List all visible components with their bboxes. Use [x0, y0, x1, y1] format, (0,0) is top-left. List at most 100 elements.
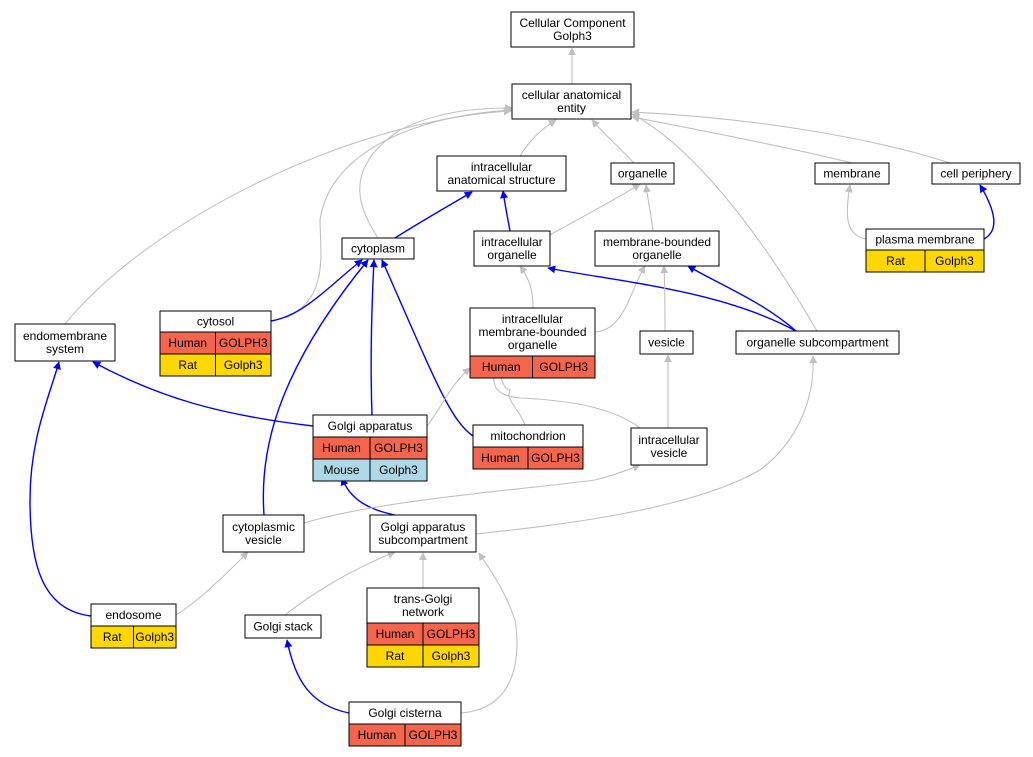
species-cell-label: Mouse	[323, 463, 359, 477]
species-cell-label: Rat	[178, 358, 197, 372]
node-label: vesicle	[245, 533, 282, 547]
species-cell-rat	[422, 644, 480, 668]
edge-cytosol-to-cae	[284, 106, 513, 319]
node-imbo[interactable]: intracellularmembrane-boundedorganelleHu…	[469, 307, 596, 379]
node-label: vesicle	[648, 336, 685, 350]
species-cell-label: Rat	[386, 649, 405, 663]
edge-intravesicle-to-imbo	[489, 367, 641, 429]
edge-endosome-to-cytovesicle	[175, 551, 249, 616]
node-label: organelle	[632, 248, 682, 262]
species-cell-label: Human	[376, 627, 415, 641]
edge-imbo-to-intraorg	[519, 265, 534, 309]
node-golgistack[interactable]: Golgi stack	[244, 614, 322, 639]
node-label: organelle	[487, 248, 537, 262]
edge-golgi-to-endomem	[92, 361, 314, 427]
node-cytoplasm[interactable]: cytoplasm	[341, 237, 415, 260]
node-label: mitochondrion	[490, 429, 565, 443]
edge-intraorg-to-ias	[500, 190, 511, 232]
node-label: membrane	[823, 167, 881, 181]
node-vesicle[interactable]: vesicle	[639, 330, 694, 355]
species-cell-label: Human	[168, 336, 207, 350]
edge-orgsub-to-mbo	[687, 265, 797, 332]
node-box	[594, 230, 720, 267]
node-box	[735, 330, 900, 355]
node-cellperiph[interactable]: cell periphery	[931, 162, 1021, 185]
edge-golgistack-to-golgisub	[284, 550, 396, 616]
species-cell-label: Human	[481, 451, 520, 465]
species-cell-label: GOLPH3	[374, 441, 423, 455]
node-box	[931, 162, 1021, 185]
node-label: endosome	[105, 608, 161, 622]
species-cell-label: Golph3	[935, 254, 974, 268]
edge-vesicle-to-mbo	[660, 265, 669, 332]
species-cell-rat	[924, 249, 985, 273]
edge-plasmamem-to-membrane	[844, 184, 867, 240]
edge-cytoplasm-to-cae	[359, 104, 513, 239]
node-orgsub[interactable]: organelle subcompartment	[735, 330, 900, 355]
species-cell-label: GOLPH3	[531, 451, 580, 465]
edge-cytoplasm-to-ias	[394, 191, 473, 239]
node-box	[222, 514, 305, 553]
edge-endomem-to-cae	[64, 107, 512, 325]
edge-golgisub-to-orgsub	[475, 355, 818, 535]
edge-mbo-to-organelle	[642, 184, 654, 232]
edge-plasmamem-to-cellperiph	[979, 184, 995, 240]
species-cell-rat	[215, 353, 272, 377]
edge-golgi-to-cytoplasm	[369, 259, 378, 416]
node-box	[369, 514, 477, 553]
species-cell-label: Golph3	[135, 630, 174, 644]
species-cell-label: Human	[482, 360, 521, 374]
node-label: cytoplasmic	[232, 520, 295, 534]
node-box	[473, 230, 551, 267]
species-cell-label: Golph3	[432, 649, 471, 663]
edge-organelle-to-cae	[591, 119, 635, 164]
node-label: Golgi apparatus	[381, 520, 466, 534]
species-cell-label: GOLPH3	[409, 728, 458, 742]
edge-mito-to-cytoplasm	[381, 259, 474, 437]
edge-cisterna-to-golgistack	[284, 639, 350, 714]
edge-intraorg-to-organelle	[547, 183, 641, 237]
node-organelle[interactable]: organelle	[610, 162, 675, 185]
edge-orgsub-to-cae	[631, 113, 818, 332]
node-label: Golgi stack	[253, 620, 313, 634]
node-membrane[interactable]: membrane	[814, 162, 890, 185]
species-cell-label: Golph3	[224, 358, 263, 372]
node-label: endomembrane	[23, 329, 107, 343]
node-label: intracellular	[502, 312, 563, 326]
species-cell-label: Golph3	[379, 463, 418, 477]
node-label: plasma membrane	[875, 233, 975, 247]
node-label: trans-Golgi	[394, 592, 453, 606]
node-label: membrane-bounded	[603, 235, 711, 249]
edge-cytovesicle-to-cytoplasm	[262, 259, 369, 516]
node-label: cytosol	[197, 315, 234, 329]
node-label: organelle subcompartment	[746, 336, 889, 350]
node-label: network	[402, 605, 445, 619]
node-box	[510, 11, 635, 48]
node-label: vesicle	[651, 446, 688, 460]
node-box	[469, 307, 596, 357]
edge-imbo-to-mbo	[594, 265, 646, 333]
edge-membrane-to-cae	[631, 114, 853, 164]
node-label: cell periphery	[940, 167, 1011, 181]
edge-golgisub-to-golgi	[340, 477, 396, 516]
species-cell-label: Rat	[886, 254, 905, 268]
node-label: subcompartment	[378, 533, 468, 547]
node-label: intracellular	[471, 160, 532, 174]
